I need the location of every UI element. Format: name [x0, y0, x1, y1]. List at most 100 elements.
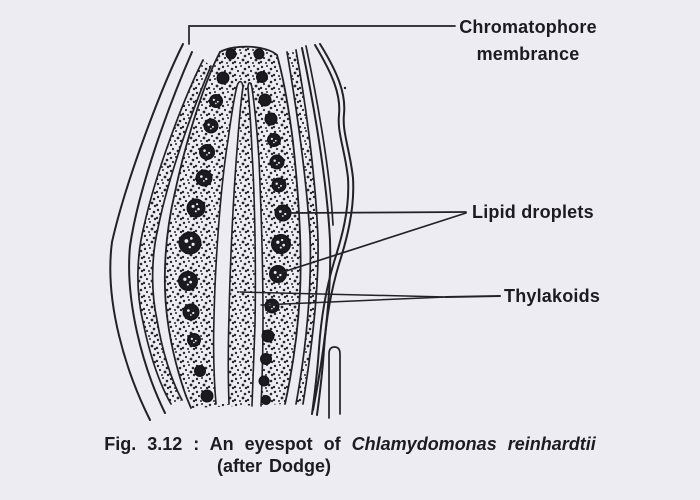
- lipid-droplet: [203, 118, 219, 134]
- droplet-highlight-speck: [206, 154, 208, 156]
- outer-membrane-left-1: [109, 43, 184, 421]
- droplet-highlight-speck: [278, 186, 280, 189]
- droplet-highlight-speck: [210, 127, 212, 130]
- droplet-highlight-speck: [216, 100, 219, 103]
- droplet-highlight-speck: [190, 337, 193, 340]
- lipid-droplet: [258, 93, 272, 107]
- droplet-highlight-speck: [281, 215, 284, 217]
- lipid-droplet: [209, 94, 223, 108]
- lipid-droplet: [264, 112, 278, 126]
- droplet-highlight-speck: [215, 102, 217, 105]
- droplet-highlight-speck: [191, 204, 195, 208]
- droplet-highlight-speck: [183, 277, 187, 281]
- band-left-edge-a: [137, 59, 204, 405]
- chromatophore-leader-line: [188, 25, 456, 45]
- droplet-highlight-speck: [189, 314, 192, 316]
- thylakoid-channel-left-outline: [212, 80, 244, 405]
- lipid-droplet: [271, 177, 287, 193]
- thylakoid-leader-line-1: [239, 291, 447, 298]
- droplet-highlight-speck: [284, 212, 287, 216]
- lipid-droplet: [269, 265, 287, 283]
- lipid-droplet: [256, 71, 268, 83]
- droplet-highlight-speck: [276, 276, 279, 279]
- figure-caption: Fig. 3.12 : An eyespot of Chlamydomonas …: [0, 434, 700, 455]
- outer-membrane-right-stub: [305, 45, 334, 226]
- droplet-highlight-speck: [273, 141, 275, 144]
- droplet-highlight-speck: [190, 237, 193, 240]
- lipid-droplet: [253, 48, 265, 60]
- droplet-highlight-speck: [196, 203, 199, 206]
- droplet-highlight-speck: [276, 163, 278, 166]
- outer-membrane-right-1: [301, 47, 332, 411]
- lipid-droplets-layer: [178, 48, 292, 405]
- lipid-droplet: [186, 198, 206, 218]
- outer-membrane-left-2: [128, 51, 193, 414]
- lipid-droplet: [258, 375, 270, 387]
- band-right-edge-b: [295, 49, 319, 405]
- droplet-highlight-speck: [277, 161, 280, 164]
- droplet-highlight-speck: [279, 246, 282, 249]
- droplet-highlight-speck: [282, 243, 285, 247]
- lipid-droplet: [225, 48, 237, 60]
- body-left-edge: [163, 51, 221, 409]
- droplet-highlight-speck: [189, 280, 192, 284]
- droplet-highlight-speck: [212, 98, 215, 101]
- droplet-highlight-speck: [202, 180, 205, 182]
- lipid-droplet: [264, 298, 280, 314]
- lipid-droplet: [178, 271, 198, 291]
- label-thylakoids: Thylakoids: [504, 286, 601, 306]
- droplet-highlight-speck: [193, 341, 195, 344]
- droplet-highlight-speck: [281, 238, 284, 242]
- lipid-droplet: [271, 234, 291, 254]
- droplet-highlight-speck: [194, 210, 197, 213]
- lipid-leader-line-2: [279, 212, 467, 274]
- droplet-highlight-speck: [211, 125, 214, 128]
- droplet-highlight-speck: [207, 123, 210, 126]
- lipid-droplet: [199, 144, 215, 160]
- outer-membrane-right-2: [311, 44, 350, 415]
- lipid-droplet: [269, 154, 285, 170]
- caption-species: Chlamydomonas reinhardtii: [351, 434, 596, 454]
- thylakoid-channel-right-outline: [247, 81, 264, 407]
- band-right-edge-a: [286, 51, 312, 405]
- droplet-highlight-speck: [194, 339, 197, 342]
- lipid-droplet: [200, 389, 214, 403]
- lipid-droplet: [182, 303, 200, 321]
- leader-lines: [188, 25, 501, 306]
- droplet-highlight-speck: [191, 242, 195, 246]
- thylakoid-leader-line-3: [445, 295, 501, 298]
- membrane-hook: [328, 346, 341, 419]
- lipid-droplet: [261, 329, 275, 343]
- band-left-edge-b: [151, 65, 212, 401]
- droplet-highlight-speck: [192, 311, 195, 315]
- droplet-highlight-speck: [187, 309, 190, 312]
- outer-membrane-right-3: [316, 43, 355, 416]
- droplet-highlight-speck: [279, 184, 282, 187]
- lipid-droplet: [261, 395, 271, 405]
- droplet-highlight-speck: [270, 137, 273, 140]
- body-top-edge: [219, 45, 278, 56]
- lipid-droplet: [178, 231, 202, 255]
- ink-speck: [343, 86, 347, 90]
- droplet-highlight-speck: [274, 139, 277, 142]
- lipid-droplet: [267, 133, 281, 147]
- droplet-highlight-speck: [205, 177, 208, 181]
- lipid-leader-line-1: [288, 211, 467, 214]
- droplet-highlight-speck: [272, 305, 275, 308]
- droplet-highlight-speck: [276, 240, 280, 244]
- stroma-band-right: [287, 50, 319, 404]
- droplet-highlight-speck: [271, 307, 273, 310]
- droplet-highlight-speck: [279, 273, 282, 277]
- caption-lead: Fig. 3.12 : An eyespot of: [104, 434, 341, 454]
- droplet-highlight-speck: [197, 207, 200, 211]
- droplet-highlight-speck: [273, 159, 276, 162]
- thylakoid-leader-line-2: [260, 296, 447, 306]
- droplet-highlight-speck: [200, 175, 203, 178]
- lipid-droplet: [194, 365, 206, 377]
- droplet-highlight-speck: [188, 245, 191, 249]
- droplet-highlight-speck: [188, 275, 191, 279]
- figure-caption-line2: (after Dodge): [217, 456, 331, 476]
- droplet-highlight-speck: [186, 283, 189, 286]
- droplet-highlight-speck: [275, 182, 278, 185]
